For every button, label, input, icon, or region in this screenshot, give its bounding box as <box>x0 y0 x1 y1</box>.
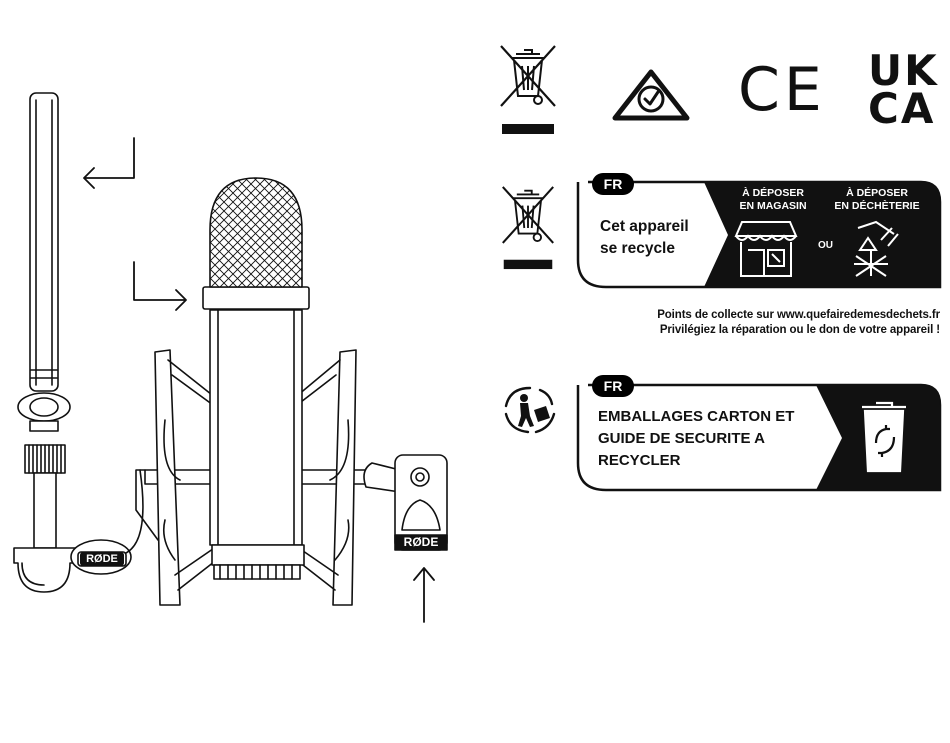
collection-note-line-1: Points de collecte sur www.quefairedemes… <box>560 308 940 323</box>
packaging-line-3: RECYCLER <box>598 450 794 472</box>
ukca-mark: UK CA <box>868 52 944 128</box>
pop-filter-rod <box>14 93 96 592</box>
packaging-line-2: GUIDE DE SECURITE A <box>598 428 794 450</box>
microphone-body <box>203 178 309 579</box>
collection-note: Points de collecte sur www.quefairedemes… <box>560 308 940 338</box>
packaging-line-1: EMBALLAGES CARTON ET <box>598 406 794 428</box>
store-drop-label-1: À DÉPOSER <box>728 187 818 200</box>
right-mount-logo: RØDE <box>395 535 447 550</box>
weee-icon-2 <box>500 182 556 274</box>
recycle-line-2: se recycle <box>600 238 689 260</box>
store-drop-label: À DÉPOSER EN MAGASIN <box>728 187 818 213</box>
packaging-card-fr-badge: FR <box>592 375 634 397</box>
microphone-assembly-diagram <box>0 0 470 650</box>
triman-icon <box>500 384 558 436</box>
ce-mark: CE <box>738 58 826 122</box>
store-drop-label-2: EN MAGASIN <box>728 200 818 213</box>
packaging-card-text: EMBALLAGES CARTON ET GUIDE DE SECURITE A… <box>598 406 794 472</box>
collection-note-line-2: Privilégiez la réparation ou le don de v… <box>560 323 940 338</box>
ukca-line-2: CA <box>868 90 944 128</box>
or-label: OU <box>818 240 833 251</box>
dechetterie-drop-label-2: EN DÉCHÈTERIE <box>822 200 932 213</box>
left-mount-logo: RØDE <box>80 552 124 566</box>
recycle-card-text: Cet appareil se recycle <box>600 216 689 260</box>
dechetterie-drop-label: À DÉPOSER EN DÉCHÈTERIE <box>822 187 932 213</box>
weee-icon <box>498 44 558 136</box>
recycle-card-fr-badge: FR <box>592 173 634 195</box>
dechetterie-drop-label-1: À DÉPOSER <box>822 187 932 200</box>
recycle-line-1: Cet appareil <box>600 216 689 238</box>
rcm-icon <box>612 69 690 121</box>
